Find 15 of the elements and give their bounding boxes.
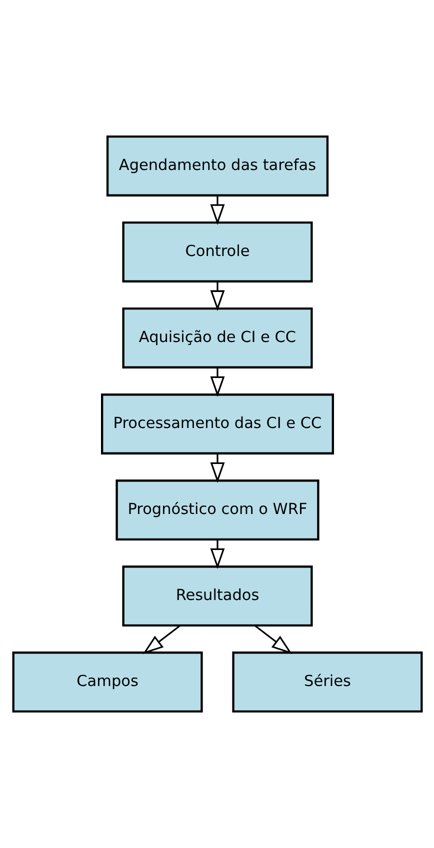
arrow — [142, 624, 180, 654]
arrow — [210, 195, 224, 226]
arrow — [210, 281, 224, 312]
node-box: Aquisição de CI e CC — [122, 308, 312, 368]
node-box: Prognóstico com o WRF — [115, 480, 319, 540]
node-box: Campos — [12, 652, 202, 713]
node-box: Controle — [122, 221, 312, 282]
arrow — [210, 453, 224, 484]
arrow — [254, 624, 292, 654]
node-box: Agendamento das tarefas — [106, 135, 328, 196]
node-box: Séries — [232, 652, 422, 713]
node-box: Processamento das CI e CC — [100, 394, 334, 454]
arrow — [210, 539, 224, 570]
node-box: Resultados — [122, 566, 312, 627]
arrow — [210, 367, 224, 398]
